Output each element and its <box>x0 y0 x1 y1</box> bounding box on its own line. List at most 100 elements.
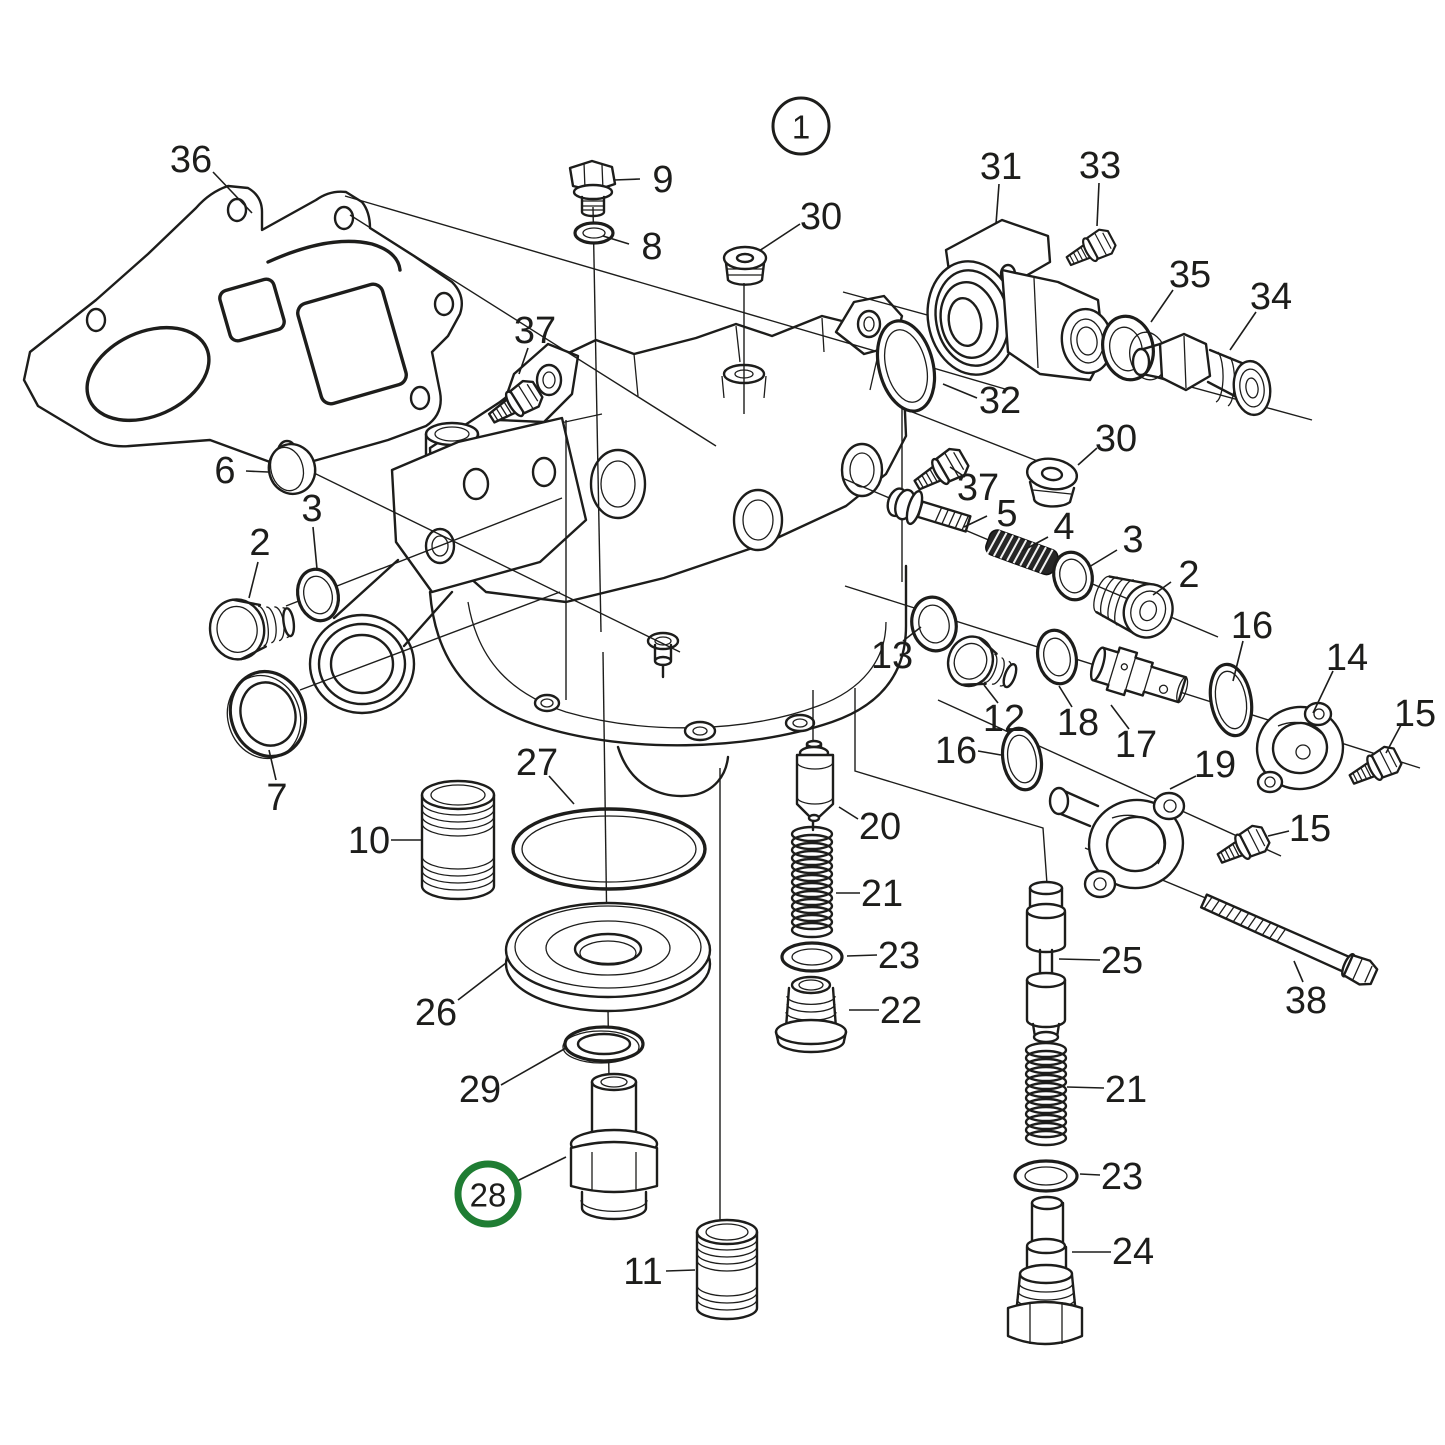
callout-leader-16-lower <box>977 750 1002 756</box>
callout-3-left: 3 <box>301 488 323 570</box>
callout-16-upper: 16 <box>1231 605 1273 682</box>
callout-32: 32 <box>942 380 1021 422</box>
callout-16-lower: 16 <box>935 730 1002 772</box>
callout-26: 26 <box>415 962 507 1034</box>
callout-label-18[interactable]: 18 <box>1057 702 1099 744</box>
part-30-plug-right <box>1025 457 1079 508</box>
callout-label-37-right[interactable]: 37 <box>957 467 999 509</box>
callout-label-20[interactable]: 20 <box>859 806 901 848</box>
callout-label-7[interactable]: 7 <box>266 777 287 819</box>
callout-label-2-left[interactable]: 2 <box>249 522 270 564</box>
callout-label-2-right[interactable]: 2 <box>1178 554 1199 596</box>
callout-label-16-upper[interactable]: 16 <box>1231 605 1273 647</box>
callout-15-upper: 15 <box>1385 693 1436 754</box>
part-21-spring-right <box>1024 1041 1068 1147</box>
callout-label-6[interactable]: 6 <box>214 450 235 492</box>
callout-label-assembly-ref-1[interactable]: 1 <box>792 109 810 146</box>
callout-label-8[interactable]: 8 <box>641 226 662 268</box>
part-38-bolt <box>1199 893 1379 986</box>
callout-label-25[interactable]: 25 <box>1101 940 1143 982</box>
callout-label-30-right[interactable]: 30 <box>1095 418 1137 460</box>
callout-label-21-left[interactable]: 21 <box>861 873 903 915</box>
callout-leader-20 <box>838 806 859 820</box>
callout-leader-6 <box>245 470 269 473</box>
callout-27: 27 <box>516 742 575 805</box>
callout-3-right: 3 <box>1088 519 1144 568</box>
part-20-piston <box>795 739 835 832</box>
part-15-bolt-upper <box>1344 742 1406 794</box>
callout-33: 33 <box>1079 145 1121 227</box>
part-23-o-ring-left <box>780 941 844 973</box>
part-30-plug-top <box>722 245 768 286</box>
callout-19: 19 <box>1169 744 1236 790</box>
callout-28: 28 <box>454 1156 567 1228</box>
axis-cap-axis-6 <box>313 472 681 653</box>
callout-leader-35 <box>1150 289 1174 323</box>
callout-label-27[interactable]: 27 <box>516 742 558 784</box>
axis-center-axis-top <box>592 206 602 633</box>
callout-label-17[interactable]: 17 <box>1115 724 1157 766</box>
callout-label-21-right[interactable]: 21 <box>1105 1069 1147 1111</box>
callout-label-10[interactable]: 10 <box>348 820 390 862</box>
callout-leader-12 <box>983 684 999 704</box>
callout-leader-17 <box>1110 704 1130 730</box>
callout-label-13[interactable]: 13 <box>871 635 913 677</box>
callout-label-26[interactable]: 26 <box>415 992 457 1034</box>
callout-label-23-left[interactable]: 23 <box>878 935 920 977</box>
callout-label-12[interactable]: 12 <box>983 698 1025 740</box>
callout-31: 31 <box>980 146 1022 225</box>
callout-label-19[interactable]: 19 <box>1194 744 1236 786</box>
part-32-o-ring <box>875 319 937 413</box>
callout-2-right: 2 <box>1152 554 1200 596</box>
callout-label-5[interactable]: 5 <box>996 493 1017 535</box>
callout-label-15-upper[interactable]: 15 <box>1394 693 1436 735</box>
callout-label-3-left[interactable]: 3 <box>301 488 322 530</box>
callout-14: 14 <box>1312 637 1368 714</box>
callout-leader-5 <box>963 515 988 528</box>
part-2-plug-left <box>208 598 296 661</box>
callout-label-24[interactable]: 24 <box>1112 1231 1154 1273</box>
callout-bubble-28[interactable] <box>454 1160 522 1228</box>
part-11-nipple <box>695 1218 759 1321</box>
callout-21-left: 21 <box>836 873 903 915</box>
callout-label-31[interactable]: 31 <box>980 146 1022 188</box>
axis-gasket-diagonal-b <box>349 214 717 447</box>
callout-label-28[interactable]: 28 <box>470 1177 507 1214</box>
callout-label-33[interactable]: 33 <box>1079 145 1121 187</box>
callout-assembly-ref-1: 1 <box>771 96 831 156</box>
part-28-nipple-fitting <box>569 1072 659 1221</box>
axis-cover-axis-16-19 <box>937 699 1282 857</box>
callout-label-29[interactable]: 29 <box>459 1069 501 1111</box>
callout-label-30-top[interactable]: 30 <box>800 196 842 238</box>
callout-29: 29 <box>459 1047 567 1111</box>
callout-label-14[interactable]: 14 <box>1326 637 1368 679</box>
callout-label-34[interactable]: 34 <box>1250 276 1292 318</box>
callout-24: 24 <box>1072 1231 1154 1273</box>
callout-leader-7 <box>268 749 277 781</box>
callout-label-37-left[interactable]: 37 <box>514 310 556 352</box>
axis-bent-axis-25 <box>854 688 1048 885</box>
callout-label-16-lower[interactable]: 16 <box>935 730 977 772</box>
callout-label-9[interactable]: 9 <box>652 159 673 201</box>
callout-22: 22 <box>849 990 922 1032</box>
callout-leader-18 <box>1058 685 1073 708</box>
part-27-o-ring <box>511 807 707 891</box>
callout-label-36[interactable]: 36 <box>170 139 212 181</box>
callout-bubble-assembly-ref-1[interactable] <box>771 96 831 156</box>
part-21-spring-left <box>790 825 834 939</box>
part-36-gasket <box>22 184 463 468</box>
callout-label-15-lower[interactable]: 15 <box>1289 808 1331 850</box>
callout-label-4[interactable]: 4 <box>1053 506 1074 548</box>
callout-label-3-right[interactable]: 3 <box>1122 519 1143 561</box>
callout-label-32[interactable]: 32 <box>979 380 1021 422</box>
callout-label-35[interactable]: 35 <box>1169 254 1211 296</box>
callout-23-left: 23 <box>846 935 920 977</box>
callout-leader-14 <box>1312 670 1334 714</box>
callout-label-11[interactable]: 11 <box>623 1251 662 1293</box>
callout-label-38[interactable]: 38 <box>1285 980 1327 1022</box>
part-17-piston-valve <box>1089 646 1189 704</box>
part-5-bolt <box>886 487 972 533</box>
part-3-o-ring-right <box>1052 550 1094 602</box>
callout-label-22[interactable]: 22 <box>880 990 922 1032</box>
callout-label-23-right[interactable]: 23 <box>1101 1156 1143 1198</box>
